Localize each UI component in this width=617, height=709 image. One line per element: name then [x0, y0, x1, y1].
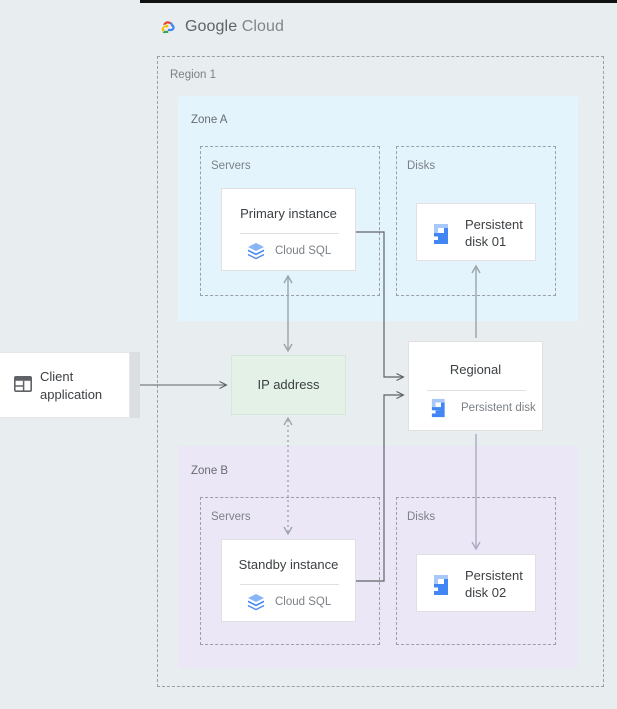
client-application-card[interactable]: Client application — [0, 352, 130, 418]
region-label: Region 1 — [170, 69, 217, 81]
persistent-disk-icon — [433, 223, 455, 250]
primary-instance-divider — [240, 233, 339, 234]
client-application-line2: application — [40, 387, 103, 402]
client-application-label: Client application — [40, 368, 102, 404]
ip-address-label: IP address — [257, 377, 320, 392]
brand-wordmark: Google Cloud — [185, 18, 284, 36]
google-cloud-logo-icon — [155, 17, 179, 39]
primary-instance-title: Primary instance — [240, 206, 337, 221]
persistent-disk-01-label: Persistent disk 01 — [465, 216, 523, 250]
browser-window-icon — [14, 376, 32, 397]
regional-disk-divider — [427, 390, 526, 391]
persistent-disk-01-card[interactable]: Persistent disk 01 — [416, 203, 536, 261]
persistent-disk-02-label: Persistent disk 02 — [465, 567, 523, 601]
top-strip — [0, 0, 617, 3]
persistent-disk-01-line2: disk 01 — [465, 234, 507, 249]
standby-instance-card[interactable]: Standby instance Cloud SQL — [221, 539, 356, 622]
zone-a-servers-label: Servers — [211, 160, 251, 172]
persistent-disk-02-line1: Persistent — [465, 568, 523, 583]
zone-a-label: Zone A — [191, 114, 228, 126]
standby-instance-service: Cloud SQL — [275, 596, 332, 608]
zone-b-disks-label: Disks — [407, 511, 436, 523]
persistent-disk-02-card[interactable]: Persistent disk 02 — [416, 554, 536, 612]
brand-name-cloud: Cloud — [241, 18, 285, 35]
cloud-sql-icon — [247, 242, 265, 267]
cloud-sql-icon — [247, 593, 265, 618]
persistent-disk-icon — [433, 574, 455, 601]
zone-a-disks-label: Disks — [407, 160, 436, 172]
region-boundary — [157, 56, 604, 687]
standby-instance-divider — [240, 584, 339, 585]
brand-name-google: Google — [185, 18, 238, 35]
regional-disk-card[interactable]: Regional Persistent disk — [408, 341, 543, 431]
zone-b-label: Zone B — [191, 465, 229, 477]
regional-disk-title: Regional — [449, 362, 502, 377]
primary-instance-card[interactable]: Primary instance Cloud SQL — [221, 188, 356, 271]
zone-b-servers-label: Servers — [211, 511, 251, 523]
persistent-disk-icon — [431, 398, 451, 423]
standby-instance-title: Standby instance — [238, 557, 339, 572]
regional-disk-service: Persistent disk — [461, 402, 536, 414]
persistent-disk-02-line2: disk 02 — [465, 585, 507, 600]
client-application-line1: Client — [40, 369, 74, 384]
ip-address-card[interactable]: IP address — [231, 355, 346, 415]
persistent-disk-01-line1: Persistent — [465, 217, 523, 232]
zone-a-servers-group — [200, 146, 380, 296]
primary-instance-service: Cloud SQL — [275, 245, 332, 257]
